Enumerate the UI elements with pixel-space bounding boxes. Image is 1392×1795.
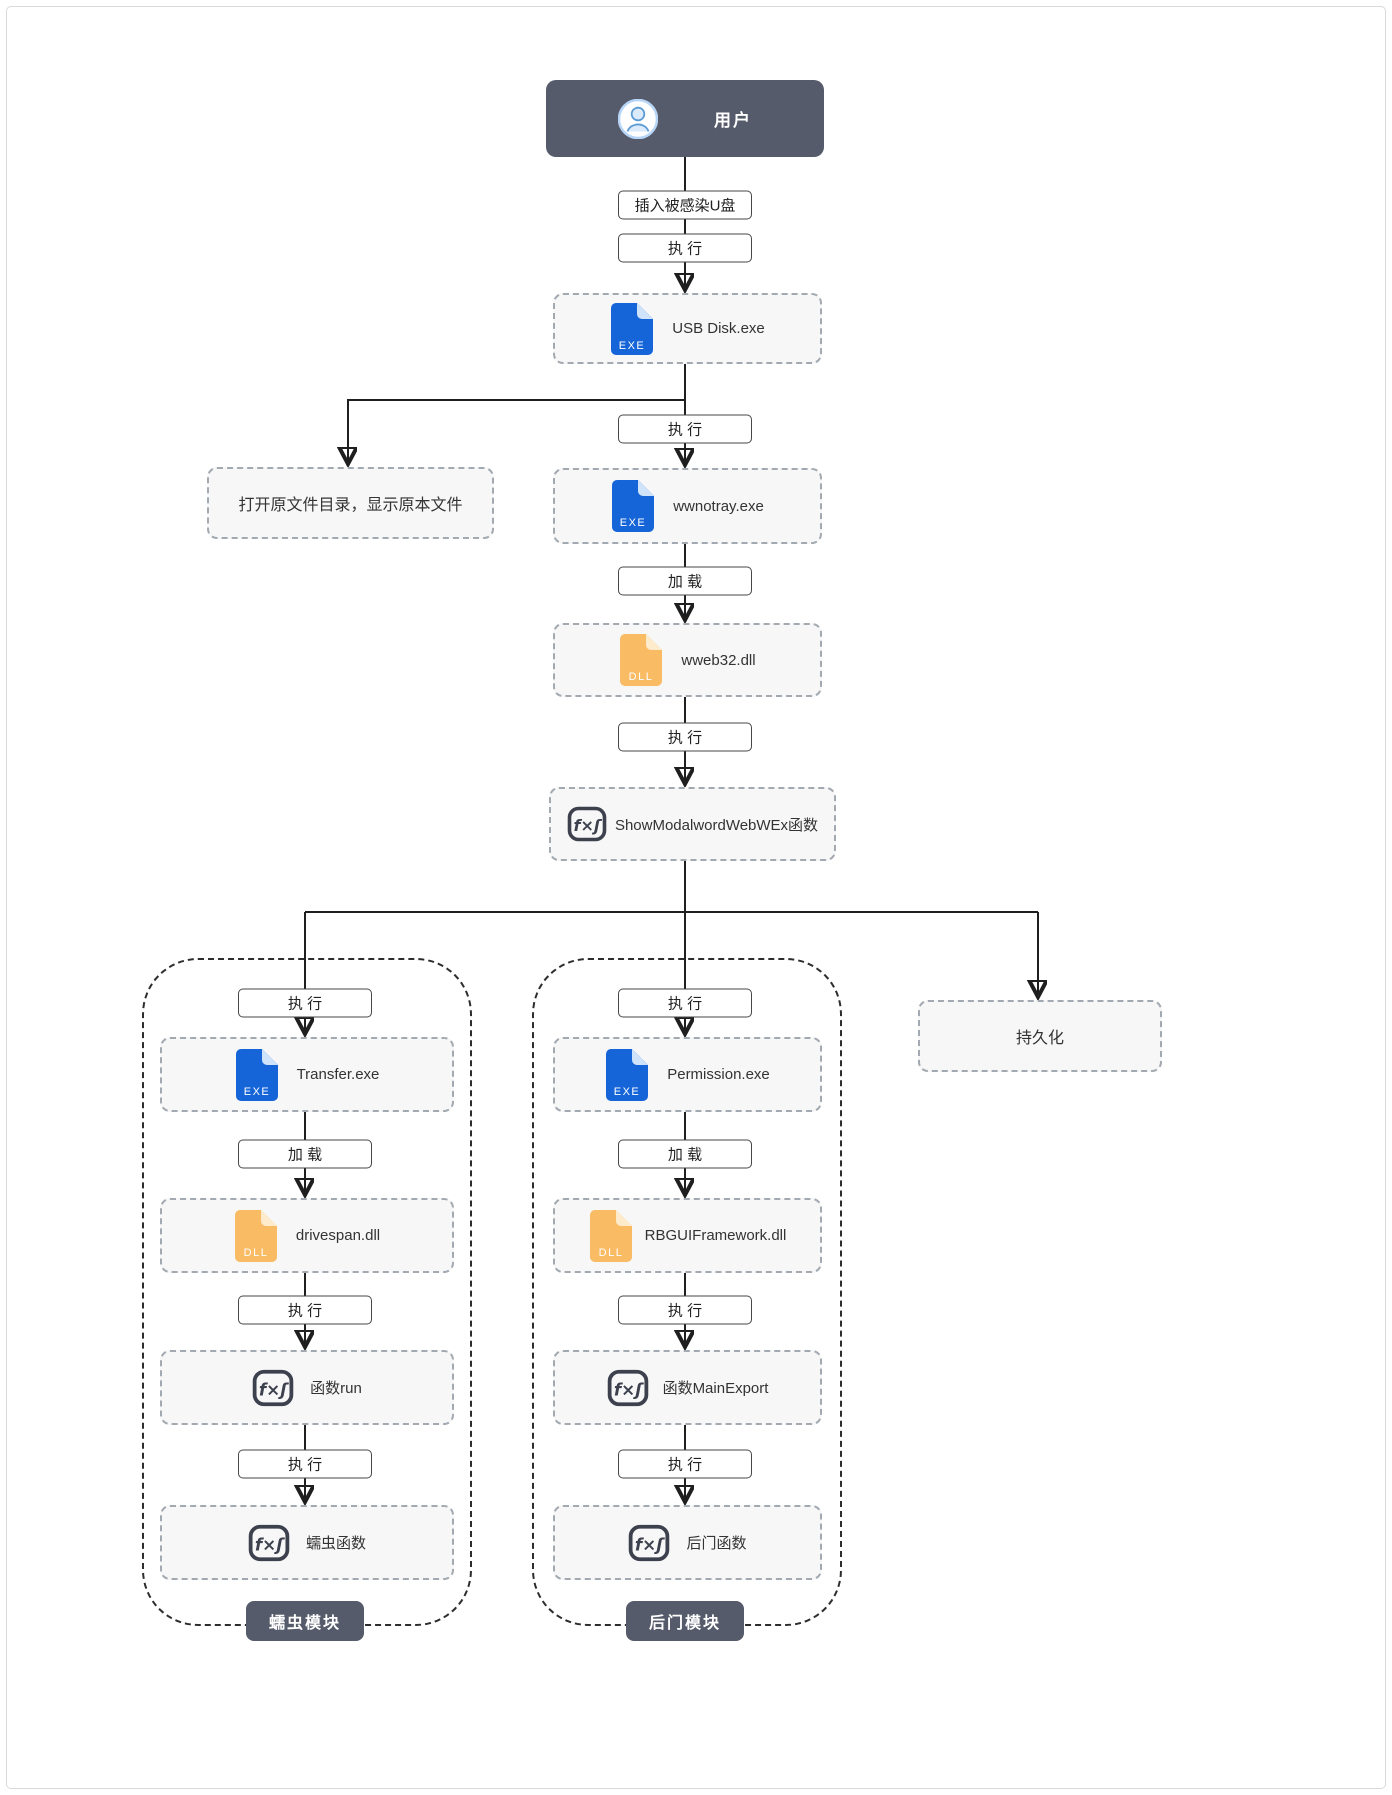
svg-text:DLL: DLL bbox=[244, 1247, 269, 1259]
node-label: RBGUIFramework.dll bbox=[644, 1227, 787, 1244]
node-user[interactable]: 用户 bbox=[546, 80, 824, 157]
function-icon: f×ʃ bbox=[252, 1369, 294, 1406]
node-label: 打开原文件目录，显示原本文件 bbox=[238, 497, 463, 514]
dll-file-icon: DLL bbox=[620, 634, 663, 686]
user-avatar-icon bbox=[618, 98, 658, 139]
svg-text:EXE: EXE bbox=[619, 340, 646, 352]
edge-label-insert-usb[interactable]: 插入被感染U盘 bbox=[618, 190, 752, 220]
node-label: 函数run bbox=[310, 1380, 362, 1397]
node-label: USB Disk.exe bbox=[672, 320, 765, 337]
exe-file-icon: EXE bbox=[611, 302, 654, 355]
edge-label-load-1[interactable]: 加 载 bbox=[618, 566, 752, 596]
svg-text:f×ʃ: f×ʃ bbox=[259, 1379, 289, 1399]
edge-label-worm-load[interactable]: 加 载 bbox=[238, 1139, 372, 1169]
edge-label-exec-3[interactable]: 执 行 bbox=[618, 722, 752, 752]
node-transfer-exe[interactable]: EXE Transfer.exe bbox=[160, 1037, 454, 1112]
node-label: Transfer.exe bbox=[296, 1066, 380, 1083]
svg-text:f×ʃ: f×ʃ bbox=[613, 1379, 643, 1399]
node-func-run[interactable]: f×ʃ 函数run bbox=[160, 1350, 454, 1425]
node-permission-exe[interactable]: EXE Permission.exe bbox=[553, 1037, 822, 1112]
exe-file-icon: EXE bbox=[235, 1048, 278, 1101]
svg-text:f×ʃ: f×ʃ bbox=[635, 1534, 665, 1554]
node-drivespan-dll[interactable]: DLL drivespan.dll bbox=[160, 1198, 454, 1273]
node-label: wwnotray.exe bbox=[673, 497, 764, 515]
edge-label-worm-exec-3[interactable]: 执 行 bbox=[238, 1449, 372, 1479]
node-persistence[interactable]: 持久化 bbox=[918, 1000, 1162, 1072]
node-label: 持久化 bbox=[1015, 1030, 1064, 1047]
edge-label-backdoor-exec-3[interactable]: 执 行 bbox=[618, 1449, 752, 1479]
dll-file-icon: DLL bbox=[234, 1209, 277, 1262]
node-label: wweb32.dll bbox=[681, 651, 756, 669]
node-func-mainexport[interactable]: f×ʃ 函数MainExport bbox=[553, 1350, 822, 1425]
function-icon: f×ʃ bbox=[248, 1524, 290, 1561]
svg-text:EXE: EXE bbox=[243, 1086, 270, 1098]
node-label: 后门函数 bbox=[686, 1535, 747, 1552]
edge-label-worm-exec-1[interactable]: 执 行 bbox=[238, 988, 372, 1018]
function-icon: f×ʃ bbox=[567, 806, 607, 842]
svg-text:DLL: DLL bbox=[629, 671, 654, 683]
node-label: 蠕虫函数 bbox=[305, 1535, 366, 1552]
node-wweb32-dll[interactable]: DLL wweb32.dll bbox=[553, 623, 822, 697]
edge-label-exec-2[interactable]: 执 行 bbox=[618, 414, 752, 444]
edge-label-backdoor-exec-2[interactable]: 执 行 bbox=[618, 1295, 752, 1325]
edge-label-worm-exec-2[interactable]: 执 行 bbox=[238, 1295, 372, 1325]
svg-text:DLL: DLL bbox=[598, 1247, 623, 1259]
backdoor-module-badge[interactable]: 后门模块 bbox=[626, 1601, 744, 1641]
edge-label-exec-1[interactable]: 执 行 bbox=[618, 233, 752, 263]
svg-text:f×ʃ: f×ʃ bbox=[255, 1534, 285, 1554]
svg-text:EXE: EXE bbox=[620, 517, 647, 529]
function-icon: f×ʃ bbox=[607, 1369, 648, 1406]
dll-file-icon: DLL bbox=[589, 1209, 632, 1262]
node-showmodal-function[interactable]: f×ʃ ShowModalwordWebWEx函数 bbox=[549, 787, 836, 861]
worm-module-badge[interactable]: 蠕虫模块 bbox=[246, 1601, 364, 1641]
exe-file-icon: EXE bbox=[612, 480, 655, 532]
svg-text:f×ʃ: f×ʃ bbox=[573, 816, 602, 835]
node-rbguiframework-dll[interactable]: DLL RBGUIFramework.dll bbox=[553, 1198, 822, 1273]
node-backdoor-function[interactable]: f×ʃ 后门函数 bbox=[553, 1505, 822, 1580]
edge-label-backdoor-exec-1[interactable]: 执 行 bbox=[618, 988, 752, 1018]
node-side-note[interactable]: 打开原文件目录，显示原本文件 bbox=[207, 467, 494, 539]
node-wwnotray-exe[interactable]: EXE wwnotray.exe bbox=[553, 468, 822, 544]
node-label: 函数MainExport bbox=[662, 1380, 769, 1397]
node-label: Permission.exe bbox=[667, 1066, 770, 1083]
svg-text:EXE: EXE bbox=[614, 1086, 641, 1098]
edge-label-backdoor-load[interactable]: 加 载 bbox=[618, 1139, 752, 1169]
node-usb-disk-exe[interactable]: EXE USB Disk.exe bbox=[553, 293, 822, 364]
node-label: drivespan.dll bbox=[295, 1227, 381, 1244]
function-icon: f×ʃ bbox=[629, 1524, 670, 1561]
node-label: ShowModalwordWebWEx函数 bbox=[614, 816, 819, 834]
node-worm-function[interactable]: f×ʃ 蠕虫函数 bbox=[160, 1505, 454, 1580]
exe-file-icon: EXE bbox=[606, 1048, 649, 1101]
user-label: 用户 bbox=[714, 111, 752, 130]
